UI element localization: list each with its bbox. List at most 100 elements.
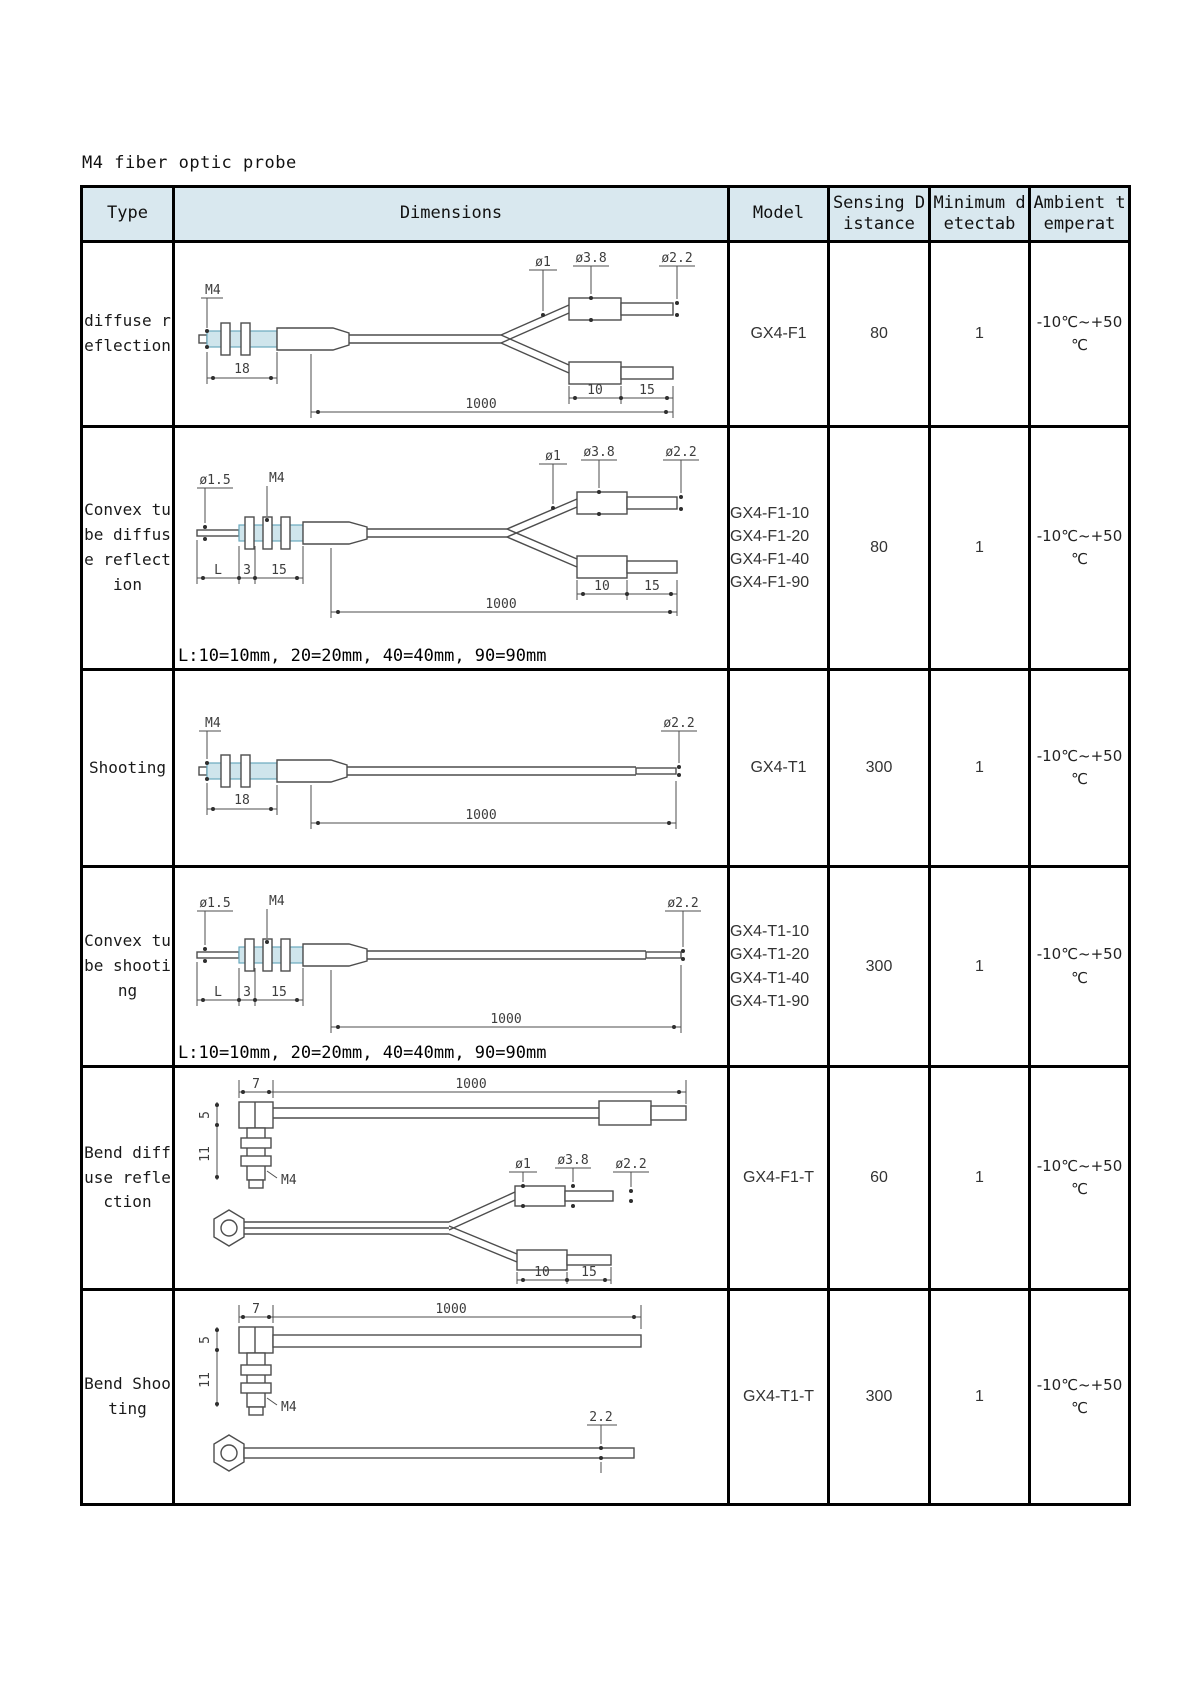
dimensions-cell: M4 ø2.2 18 1000 [172,668,730,868]
table-row: Convex tube shooting [80,865,1131,1068]
header-row: Type Dimensions Model Sensing Distance M… [80,185,1131,243]
model-name: GX4-F1 [750,325,807,343]
dim-label-7: 7 [252,1077,260,1092]
dim-label-m4: M4 [269,894,285,909]
table-row: Bend Shooting [80,1288,1131,1506]
dim-label-15: 15 [639,383,655,398]
type-cell: Convex tube shooting [80,865,175,1068]
dimension-lines [199,730,697,829]
probe-outline [198,297,674,385]
dim-label-L: L [214,985,222,1000]
dim-label-m4: M4 [281,1400,297,1415]
type-cell: Convex tube diffuse reflection [80,425,175,671]
sensing-distance-cell: 300 [827,668,931,868]
model-cell: GX4-F1-10 GX4-F1-20 GX4-F1-40 GX4-F1-90 [727,425,830,671]
dim-label-5: 5 [198,1111,213,1119]
col-header-model: Model [727,185,830,243]
dim-label-dia22: ø2.2 [665,445,696,460]
minimum-detectable-cell: 1 [928,240,1031,428]
table-row: Convex tube diffuse reflection [80,425,1131,671]
dim-label-dia15: ø1.5 [199,473,230,488]
ambient-temperature-cell: -10℃~+50 ℃ [1028,240,1131,428]
model-name: GX4-F1-20 [730,527,810,545]
table-row: Bend diffuse reflection [80,1065,1131,1291]
sensing-distance-cell: 300 [827,865,931,1068]
dimensions-cell: ø1.5 M4 ø2.2 L 3 15 1000 L:10=10mm, 20=2… [172,865,730,1068]
model-name: GX4-F1-90 [730,574,810,592]
model-cell: GX4-F1 [727,240,830,428]
type-cell: Shooting [80,668,175,868]
ambient-temperature-cell: -10℃~+50 ℃ [1028,1065,1131,1291]
page-title: M4 fiber optic probe [82,153,297,173]
dim-label-dia22: ø2.2 [615,1157,646,1172]
dimension-drawing-convex-shooting: ø1.5 M4 ø2.2 L 3 15 1000 [196,894,701,1033]
dim-label-1000: 1000 [465,808,496,823]
dimension-lines [215,1304,642,1473]
type-cell: diffuse reflection [80,240,175,428]
dim-label-m4: M4 [205,716,221,731]
dim-label-dia15: ø1.5 [199,896,230,911]
model-name: GX4-T1-10 [730,923,810,941]
dimensions-cell: 7 1000 5 11 M4 2.2 [172,1288,730,1506]
dim-label-1000: 1000 [455,1077,486,1092]
dim-label-dia22: ø2.2 [661,251,692,266]
dim-label-dia1: ø1 [535,255,551,270]
model-cell: GX4-T1 [727,668,830,868]
dimensions-cell: M4 ø1 ø3.8 ø2.2 18 10 15 1000 [172,240,730,428]
probe-outline [213,1325,642,1472]
probe-outline [198,753,677,788]
dim-label-11: 11 [198,1146,213,1162]
col-header-sensing-distance: Sensing Distance [827,185,931,243]
table-row: diffuse reflection [80,240,1131,428]
dimension-lines [196,909,701,1033]
dim-label-dia38: ø3.8 [575,251,606,266]
dim-label-15b: 15 [644,579,660,594]
dim-label-dia22: ø2.2 [663,716,694,731]
model-name: GX4-F1-T [742,1169,815,1187]
dim-label-10: 10 [594,579,610,594]
probe-outline [213,1100,687,1271]
col-header-minimum-detectable: Minimum detectab [928,185,1031,243]
model-cell: GX4-T1-10 GX4-T1-20 GX4-T1-40 GX4-T1-90 [727,865,830,1068]
dimension-drawing-shooting: M4 ø2.2 18 1000 [198,716,697,829]
dim-label-m4: M4 [205,283,221,298]
col-header-dimensions: Dimensions [172,185,730,243]
model-cell: GX4-F1-T [727,1065,830,1291]
length-note: L:10=10mm, 20=20mm, 40=40mm, 90=90mm [178,646,547,666]
sensing-distance-cell: 80 [827,240,931,428]
model-name: GX4-T1 [750,759,807,777]
model-name: GX4-F1-40 [730,551,810,568]
dimension-lines [196,459,699,618]
ambient-temperature-cell: -10℃~+50 ℃ [1028,425,1131,671]
model-name: GX4-T1-40 [730,969,810,987]
dim-label-5: 5 [198,1336,213,1344]
dim-label-22: 2.2 [589,1410,612,1425]
minimum-detectable-cell: 1 [928,1065,1031,1291]
dim-label-3: 3 [243,985,251,1000]
sensing-distance-cell: 300 [827,1288,931,1506]
dimensions-cell: ø1.5 M4 ø1 ø3.8 ø2.2 L 3 15 10 15 1000 L… [172,425,730,671]
dim-label-18: 18 [234,362,250,377]
col-header-type: Type [80,185,175,243]
dim-label-1000: 1000 [465,397,496,412]
sensing-distance-cell: 60 [827,1065,931,1291]
dim-label-dia1: ø1 [515,1157,531,1172]
sensing-distance-cell: 80 [827,425,931,671]
model-cell: GX4-T1-T [727,1288,830,1506]
dim-label-m4: M4 [269,471,285,486]
spec-table: Type Dimensions Model Sensing Distance M… [80,185,1131,1506]
dim-label-15: 15 [271,985,287,1000]
col-header-ambient-temperature: Ambient temperat [1028,185,1131,243]
ambient-temperature-cell: -10℃~+50 ℃ [1028,1288,1131,1506]
dim-label-m4: M4 [281,1173,297,1188]
dim-label-10: 10 [587,383,603,398]
minimum-detectable-cell: 1 [928,425,1031,671]
ambient-temperature-cell: -10℃~+50 ℃ [1028,668,1131,868]
dim-label-11: 11 [198,1372,213,1388]
length-note: L:10=10mm, 20=20mm, 40=40mm, 90=90mm [178,1043,547,1063]
dim-label-dia22: ø2.2 [667,896,698,911]
dimension-drawing-convex-diffuse: ø1.5 M4 ø1 ø3.8 ø2.2 L 3 15 10 15 1000 [196,445,699,618]
dimension-lines [215,1080,687,1284]
probe-outline [196,938,682,972]
